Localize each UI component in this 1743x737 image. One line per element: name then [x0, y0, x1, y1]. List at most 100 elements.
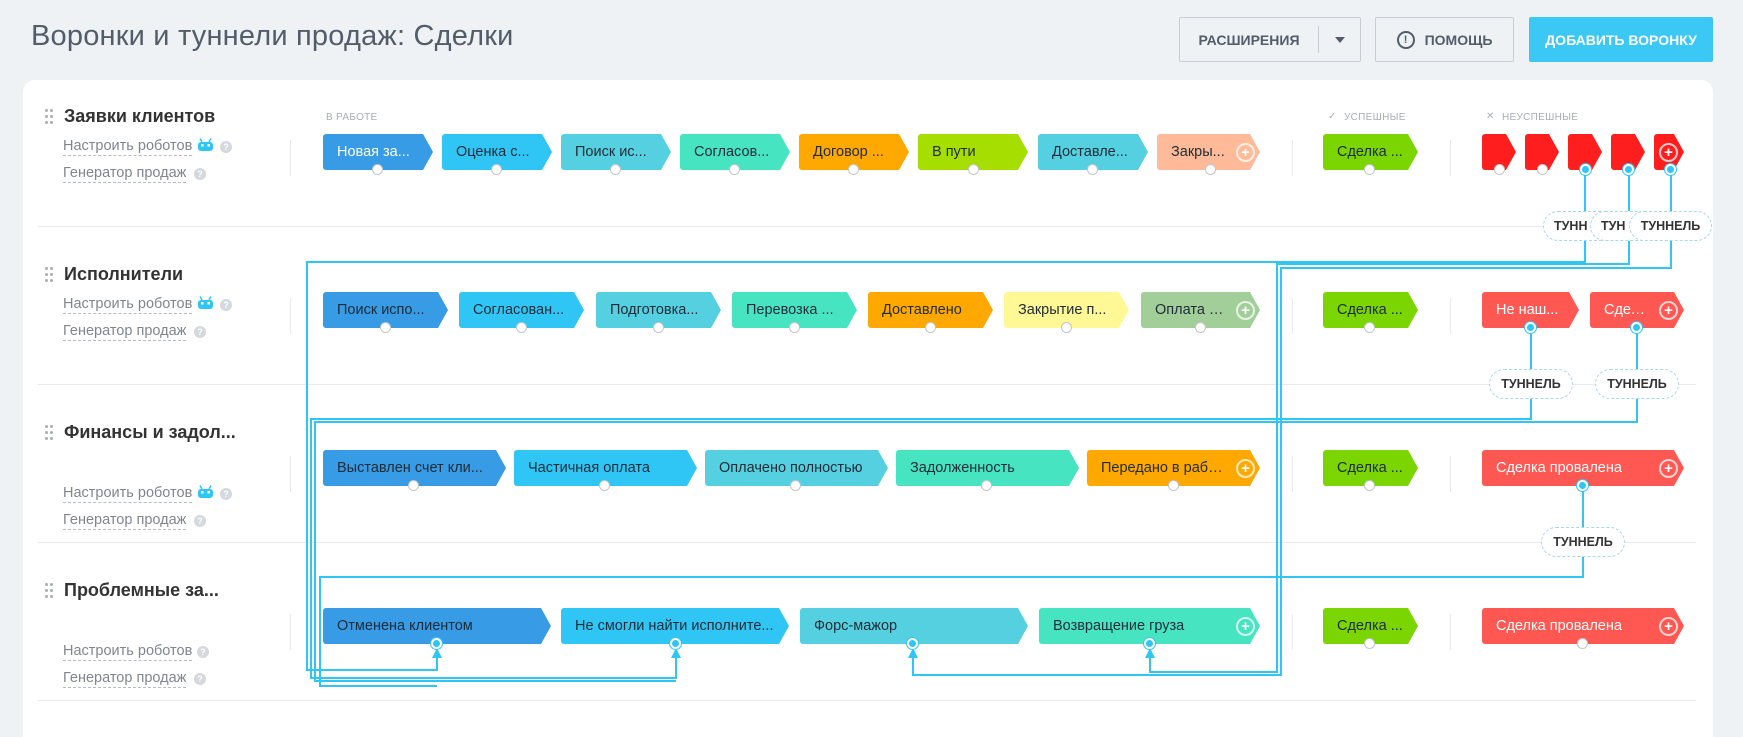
- add-funnel-button[interactable]: ДОБАВИТЬ ВОРОНКУ: [1529, 17, 1713, 62]
- drag-handle-icon[interactable]: [45, 267, 53, 283]
- stage-connector-dot[interactable]: [968, 164, 979, 175]
- add-stage-icon[interactable]: +: [1236, 143, 1255, 162]
- stage-connector-dot[interactable]: [408, 480, 419, 491]
- stage-connector-dot[interactable]: [1087, 164, 1098, 175]
- add-stage-icon[interactable]: +: [1236, 617, 1255, 636]
- chevron-down-icon[interactable]: [1319, 36, 1360, 43]
- col-separator: [1292, 456, 1293, 492]
- tunnel-label: ТУН: [1601, 219, 1626, 233]
- stage-connector-dot[interactable]: [1537, 164, 1548, 175]
- stage-connector-dot[interactable]: [1168, 480, 1179, 491]
- col-separator: [290, 456, 291, 492]
- add-stage-icon[interactable]: +: [1236, 301, 1255, 320]
- stage-connector-dot[interactable]: [610, 164, 621, 175]
- tunnel-dot[interactable]: [1631, 322, 1642, 333]
- stage-connector-dot[interactable]: [516, 322, 527, 333]
- stage-connector-dot[interactable]: [729, 164, 740, 175]
- stage-label: Сделка провалена: [1496, 460, 1622, 476]
- tunnel-dot[interactable]: [1623, 164, 1634, 175]
- robots-link[interactable]: Настроить роботов: [63, 485, 193, 503]
- stage-label: Доставле...: [1052, 144, 1128, 160]
- tunnel-label: ТУНН: [1554, 219, 1588, 233]
- stage-connector-dot[interactable]: [1364, 164, 1375, 175]
- add-stage-icon[interactable]: +: [1659, 617, 1678, 636]
- stage-connector-dot[interactable]: [653, 322, 664, 333]
- stage-connector-dot[interactable]: [1577, 638, 1588, 649]
- tunnel-dot[interactable]: [907, 638, 918, 649]
- tunnel-dot[interactable]: [1577, 480, 1588, 491]
- sales-generator-link[interactable]: Генератор продаж: [63, 165, 187, 183]
- stage-connector-dot[interactable]: [491, 164, 502, 175]
- stage-connector-dot[interactable]: [848, 164, 859, 175]
- add-stage-icon[interactable]: +: [1659, 301, 1678, 320]
- funnel-name[interactable]: Проблемные за...: [64, 580, 219, 600]
- add-stage-icon[interactable]: +: [1236, 459, 1255, 478]
- tunnel-dot[interactable]: [1144, 638, 1155, 649]
- tunnel-dot[interactable]: [1580, 164, 1591, 175]
- robots-link[interactable]: Настроить роботов: [63, 643, 193, 661]
- funnel-name[interactable]: Финансы и задол...: [64, 422, 236, 442]
- drag-handle-icon[interactable]: [45, 109, 53, 125]
- drag-handle-icon[interactable]: [45, 425, 53, 441]
- stage-connector-dot[interactable]: [790, 480, 801, 491]
- funnel-name[interactable]: Исполнители: [64, 264, 184, 284]
- stage-label: Сделка провалена: [1496, 618, 1622, 634]
- extensions-separator: [1318, 26, 1319, 53]
- robots-link[interactable]: Настроить роботов: [63, 138, 193, 156]
- stage-connector-dot[interactable]: [599, 480, 610, 491]
- stage-connector-dot[interactable]: [981, 480, 992, 491]
- tunnel-dot[interactable]: [670, 638, 681, 649]
- tunnel-button[interactable]: ТУННЕЛЬ: [1541, 527, 1625, 557]
- stage-connector-dot[interactable]: [380, 322, 391, 333]
- stage-connector-dot[interactable]: [1364, 322, 1375, 333]
- sales-generator-link[interactable]: Генератор продаж: [63, 512, 187, 530]
- stage-connector-dot[interactable]: [1364, 638, 1375, 649]
- tunnel-dot[interactable]: [1665, 164, 1676, 175]
- add-stage-icon[interactable]: +: [1659, 459, 1678, 478]
- stage-connector-dot[interactable]: [1364, 480, 1375, 491]
- stage-connector-dot[interactable]: [1205, 164, 1216, 175]
- stage-label: Договор ...: [813, 144, 884, 160]
- robot-icon: [198, 485, 213, 498]
- stage-label: Сделка ...: [1337, 302, 1403, 318]
- col-separator: [290, 614, 291, 650]
- add-stage-icon[interactable]: +: [1659, 143, 1678, 162]
- stage-label: Оплачено полностью: [719, 460, 863, 476]
- help-icon[interactable]: ?: [194, 326, 206, 338]
- stage-connector-dot[interactable]: [925, 322, 936, 333]
- col-separator: [290, 140, 291, 176]
- help-icon[interactable]: ?: [194, 673, 206, 685]
- tunnel-dot[interactable]: [431, 638, 442, 649]
- tunnel-label: ТУННЕЛЬ: [1607, 377, 1667, 391]
- funnel-name[interactable]: Заявки клиентов: [64, 106, 216, 126]
- extensions-label: РАСШИРЕНИЯ: [1198, 31, 1300, 48]
- tunnel-button[interactable]: ТУННЕЛЬ: [1629, 211, 1712, 241]
- drag-handle-icon[interactable]: [45, 583, 53, 599]
- column-fail: ✕НЕУСПЕШНЫЕ: [1486, 111, 1578, 123]
- tunnel-label: ТУННЕЛЬ: [1553, 535, 1613, 549]
- stage-label: Форс-мажор: [814, 618, 898, 634]
- sales-generator-link[interactable]: Генератор продаж: [63, 670, 187, 688]
- stage-connector-dot[interactable]: [789, 322, 800, 333]
- help-icon[interactable]: ?: [220, 141, 232, 153]
- tunnel-button[interactable]: ТУННЕЛЬ: [1595, 369, 1679, 399]
- help-icon[interactable]: ?: [220, 299, 232, 311]
- tunnel-dot[interactable]: [1525, 322, 1536, 333]
- stage-label: Согласован...: [473, 302, 565, 318]
- help-icon[interactable]: ?: [194, 168, 206, 180]
- stage-connector-dot[interactable]: [1195, 322, 1206, 333]
- extensions-button[interactable]: РАСШИРЕНИЯ: [1179, 17, 1361, 62]
- stage-connector-dot[interactable]: [1494, 164, 1505, 175]
- help-icon[interactable]: ?: [197, 646, 209, 658]
- stage-connector-dot[interactable]: [1061, 322, 1072, 333]
- stage-label: Частичная оплата: [528, 460, 650, 476]
- stage-connector-dot[interactable]: [372, 164, 383, 175]
- col-separator: [1292, 298, 1293, 334]
- help-icon[interactable]: ?: [194, 515, 206, 527]
- help-button[interactable]: ! ПОМОЩЬ: [1375, 17, 1514, 62]
- tunnel-button[interactable]: ТУННЕЛЬ: [1489, 369, 1573, 399]
- col-separator: [1450, 298, 1451, 334]
- robots-link[interactable]: Настроить роботов: [63, 296, 193, 314]
- help-icon[interactable]: ?: [220, 488, 232, 500]
- sales-generator-link[interactable]: Генератор продаж: [63, 323, 187, 341]
